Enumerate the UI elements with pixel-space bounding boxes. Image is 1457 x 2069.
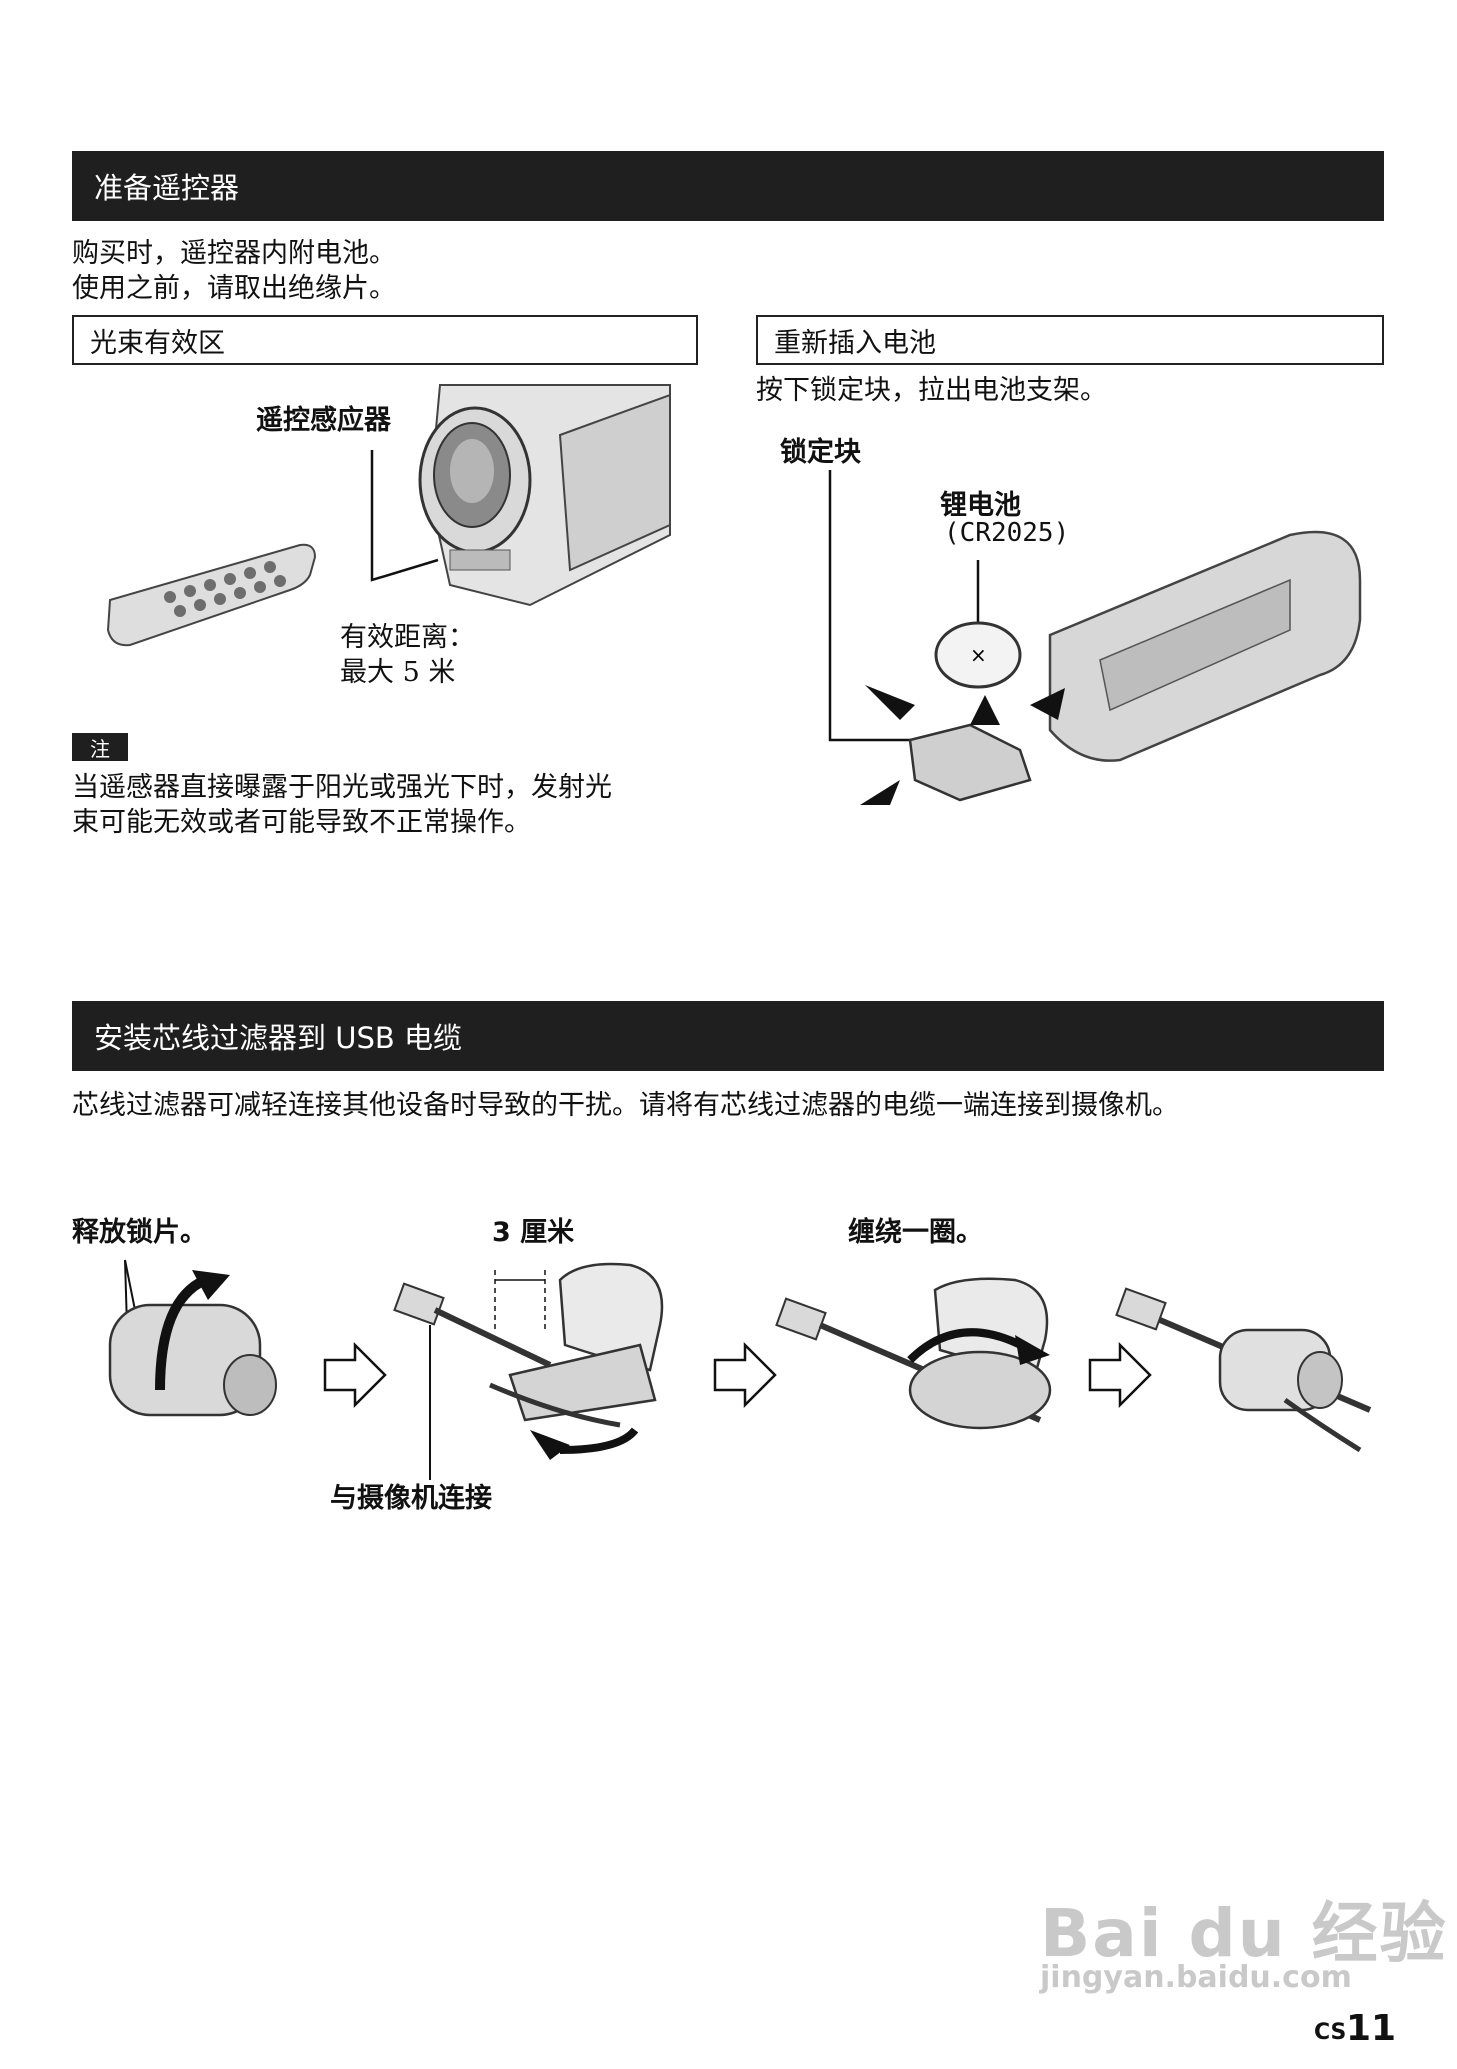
label-release-lock: 释放锁片。	[72, 1210, 207, 1249]
label-connect-camera: 与摄像机连接	[330, 1476, 492, 1515]
note-line-2: 束可能无效或者可能导致不正常操作。	[72, 805, 531, 840]
subheading-beam-area: 光束有效区	[72, 315, 698, 365]
battery-instruction: 按下锁定块，拉出电池支架。	[756, 373, 1107, 408]
note-tag: 注	[72, 733, 128, 761]
battery-illustration: ×	[820, 460, 1390, 820]
watermark-url: jingyan.baidu.com	[1040, 1960, 1352, 1995]
section-title-remote: 准备遥控器	[72, 151, 1384, 221]
core-filter-intro: 芯线过滤器可减轻连接其他设备时导致的干扰。请将有芯线过滤器的电缆一端连接到摄像机…	[72, 1088, 1179, 1123]
core-filter-steps-illustration	[80, 1250, 1380, 1480]
footer-language-code: CS	[1314, 2020, 1346, 2045]
label-3cm: 3 厘米	[492, 1210, 574, 1249]
svg-text:×: ×	[970, 643, 987, 667]
range-line-2: 最大 5 米	[340, 655, 455, 690]
section-title-core-filter: 安装芯线过滤器到 USB 电缆	[72, 1001, 1384, 1071]
range-line-1: 有效距离：	[340, 620, 475, 655]
page-number: 11	[1346, 2008, 1396, 2049]
intro-line-2: 使用之前，请取出绝缘片。	[72, 271, 396, 306]
label-remote-sensor: 遥控感应器	[256, 398, 391, 437]
label-wind-once: 缠绕一圈。	[848, 1210, 983, 1249]
subheading-reinsert-battery: 重新插入电池	[756, 315, 1384, 365]
note-line-1: 当遥感器直接曝露于阳光或强光下时，发射光	[72, 770, 612, 805]
intro-line-1: 购买时，遥控器内附电池。	[72, 236, 396, 271]
